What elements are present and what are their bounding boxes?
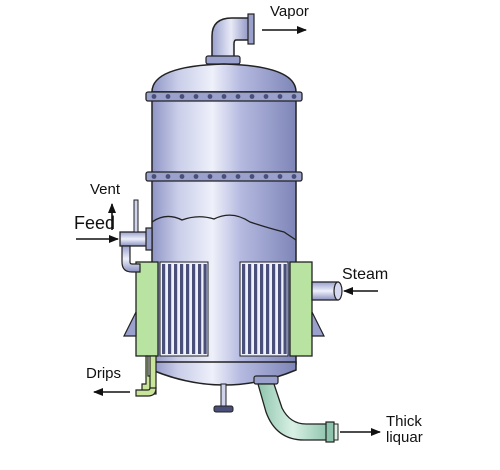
vapor-label: Vapor xyxy=(270,3,309,20)
middle-flange xyxy=(145,171,303,182)
drips-pipe xyxy=(135,355,157,397)
upper-flange xyxy=(145,91,303,102)
liquid-level-line xyxy=(151,214,297,241)
vapor-outlet-pipe xyxy=(205,13,255,65)
drips-label: Drips xyxy=(86,365,122,382)
tube-bundle-left xyxy=(159,261,209,357)
steam-chest-left xyxy=(123,261,159,357)
feed-label: Feed xyxy=(74,213,116,233)
thick-liquor-label-line2: liquar xyxy=(386,428,423,446)
vent-label: Vent xyxy=(90,181,121,198)
steam-inlet-pipe xyxy=(311,281,343,301)
product-outlet-pipe xyxy=(253,375,339,443)
tube-bundle-right xyxy=(239,261,289,357)
thick-liquor-label-line1: Thick xyxy=(386,413,422,430)
steam-chest-right xyxy=(289,261,325,357)
steam-label: Steam xyxy=(342,266,389,283)
feed-inlet-pipe xyxy=(119,199,153,273)
vessel-top-dome xyxy=(151,63,297,93)
bottom-drain-valve xyxy=(213,383,234,413)
thick-liquor-label: Thick liquar xyxy=(386,414,423,446)
